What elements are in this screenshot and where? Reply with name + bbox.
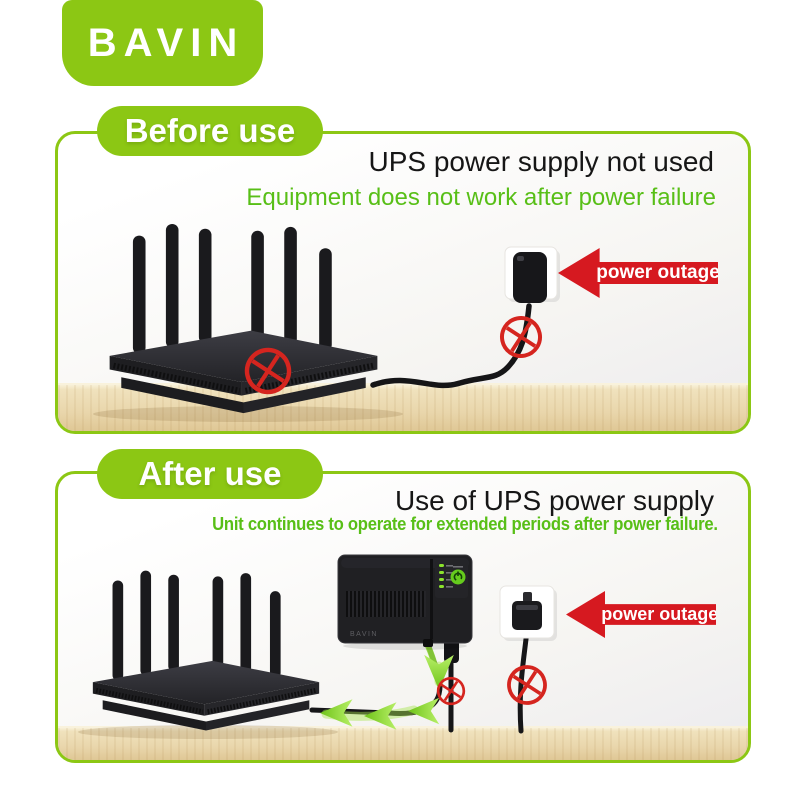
after-illustration: BAVIN [78, 554, 557, 739]
panel-before-use: UPS power supply not used Equipment does… [55, 131, 751, 434]
before-illustration [93, 134, 560, 422]
panel-after-use: BAVIN [55, 471, 751, 763]
panel-title: Use of UPS power supply [394, 485, 714, 516]
badge-before-label: Before use [124, 112, 296, 149]
router-shadow [78, 725, 338, 739]
status-leds [439, 564, 453, 588]
panel-subtitle: Equipment does not work after power fail… [246, 184, 716, 211]
badge-after-label: After use [138, 455, 282, 492]
wall-outlet [499, 585, 557, 641]
power-outage-label: power outage [596, 262, 720, 283]
badge-before: Before use [97, 106, 323, 156]
table-surface [58, 726, 748, 760]
router-illustration [110, 224, 378, 413]
router-shadow [93, 406, 403, 422]
panel-subtitle: Unit continues to operate for extended p… [212, 513, 718, 534]
panel-title: UPS power supply not used [368, 146, 714, 177]
plug-head [444, 638, 459, 663]
power-adapter [513, 252, 547, 303]
wall-plug [512, 601, 542, 630]
ups-to-router-cable [309, 641, 443, 716]
ups-device: BAVIN [337, 554, 473, 650]
power-flow-arrows [320, 654, 454, 730]
ups-brand-label: BAVIN [350, 631, 378, 638]
brand-logo-text: BAVIN [87, 20, 245, 65]
outlet-cable [517, 627, 530, 734]
badge-after: After use [97, 449, 323, 499]
router-illustration [93, 571, 319, 731]
no-power-icon [503, 661, 551, 709]
brand-logo: BAVIN [62, 0, 263, 86]
wall-outlet [504, 246, 560, 303]
power-button-icon [450, 566, 466, 585]
plug-icon [523, 592, 532, 602]
power-outage-label: power outage [601, 604, 719, 624]
power-cable [370, 303, 532, 389]
